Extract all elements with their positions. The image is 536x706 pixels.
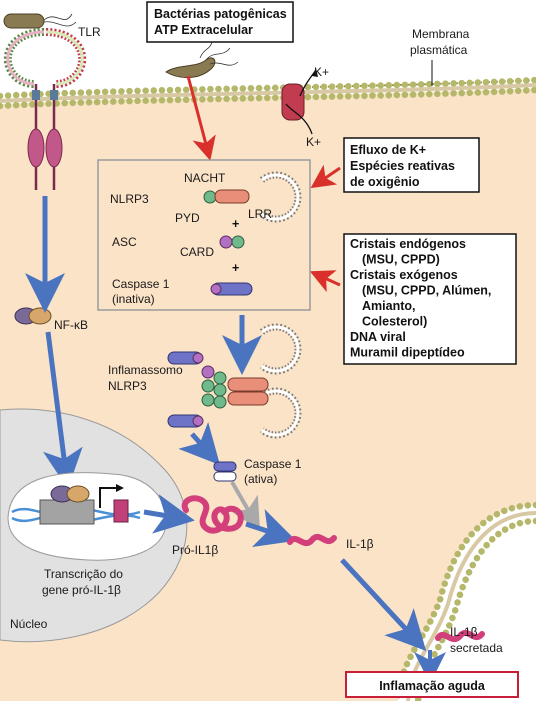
caspase-active-protein	[213, 461, 237, 482]
pathogen-arrow	[186, 75, 216, 161]
pathogen-box	[146, 1, 294, 43]
pyd-label: PYD	[175, 211, 200, 225]
cleavage-arrow	[230, 480, 261, 531]
bacterium-icon	[3, 13, 77, 29]
inflammasome-label-2: NLRP3	[108, 379, 147, 393]
pro-il1b-label: Pró-IL1β	[172, 543, 218, 557]
nucleus-label: Núcleo	[10, 617, 48, 631]
asc-label: ASC	[112, 235, 137, 249]
caspase-active-label-1: Caspase 1	[244, 457, 302, 471]
components-box	[97, 159, 311, 311]
efflux-box	[343, 137, 480, 193]
plasma-membrane	[0, 76, 536, 110]
caspase-label-1: Caspase 1	[112, 277, 170, 291]
crystals-box	[343, 233, 517, 365]
nfkb-protein	[14, 307, 52, 325]
secretion-arrow	[340, 558, 427, 652]
efflux-arrow	[310, 164, 341, 189]
k-plus-outside-label: K+	[314, 65, 329, 79]
caspase-active-label-2: (ativa)	[244, 472, 277, 486]
signal-arrow-2	[43, 331, 83, 489]
translation-arrow	[143, 494, 195, 534]
il1b-secreted-label-2: secretada	[450, 641, 503, 655]
crystals-arrow	[309, 270, 341, 293]
secreted-il1b-protein	[435, 629, 485, 643]
tlr-receptor	[3, 28, 87, 190]
asc-protein	[219, 235, 245, 249]
pathogen-line-1: Bactérias patogênicas	[154, 7, 287, 21]
efflux-line-1: Efluxo de K+	[350, 143, 426, 157]
nfkb-label: NF-κB	[54, 318, 88, 332]
nacht-label: NACHT	[184, 171, 226, 185]
il1b-label: IL-1β	[346, 537, 374, 551]
potassium-channel	[281, 68, 318, 135]
pathogen-bacterium-icon	[165, 41, 239, 78]
plus-sign-1: +	[232, 217, 239, 231]
nlrp3-label: NLRP3	[110, 192, 149, 206]
membrane-label-1: Membrana	[412, 27, 470, 41]
nlrp3-inflammasome	[167, 327, 298, 435]
lrr-label: LRR	[248, 207, 272, 221]
crystals-line-3: Cristais exógenos	[350, 268, 458, 282]
il1b-protein	[287, 533, 337, 547]
caspase-label-2: (inativa)	[112, 292, 155, 306]
plus-sign-2: +	[232, 261, 239, 275]
crystals-line-4: (MSU, CPPD, Alúmen,	[362, 284, 491, 298]
nlrp3-protein	[203, 175, 298, 219]
efflux-line-3: de oxigênio	[350, 175, 420, 189]
k-plus-inside-label: K+	[306, 135, 321, 149]
caspase-inactive-protein	[210, 282, 253, 296]
crystals-line-6: Colesterol)	[362, 315, 427, 329]
processing-arrow	[245, 509, 297, 548]
crystals-line-1: Cristais endógenos	[350, 237, 466, 251]
crystals-line-7: DNA viral	[350, 330, 406, 344]
crystals-line-2: (MSU, CPPD)	[362, 253, 440, 267]
inflammation-box	[345, 671, 519, 698]
tlr-label: TLR	[78, 25, 101, 39]
pathogen-line-2: ATP Extracelular	[154, 23, 253, 37]
inflammasome-label-1: Inflamassomo	[108, 363, 183, 377]
dna-gene	[11, 484, 141, 525]
card-label: CARD	[180, 245, 214, 259]
crystals-list: Cristais endógenos (MSU, CPPD)Cristais ex…	[350, 237, 491, 360]
efflux-line-2: Espécies reativas	[350, 159, 455, 173]
crystals-line-5: Amianto,	[362, 299, 415, 313]
crystals-line-8: Muramil dipeptídeo	[350, 346, 465, 360]
transcription-label-1: Transcrição do	[44, 567, 123, 581]
membrane-label-2: plasmática	[410, 43, 468, 57]
activation-arrow	[178, 422, 221, 466]
il1b-secreted-label-1: IL-1β	[450, 625, 478, 639]
pro-il1b-protein	[181, 495, 244, 534]
inflammation-label: Inflamação aguda	[379, 679, 486, 693]
transcription-label-2: gene pró-IL-1β	[42, 583, 121, 597]
